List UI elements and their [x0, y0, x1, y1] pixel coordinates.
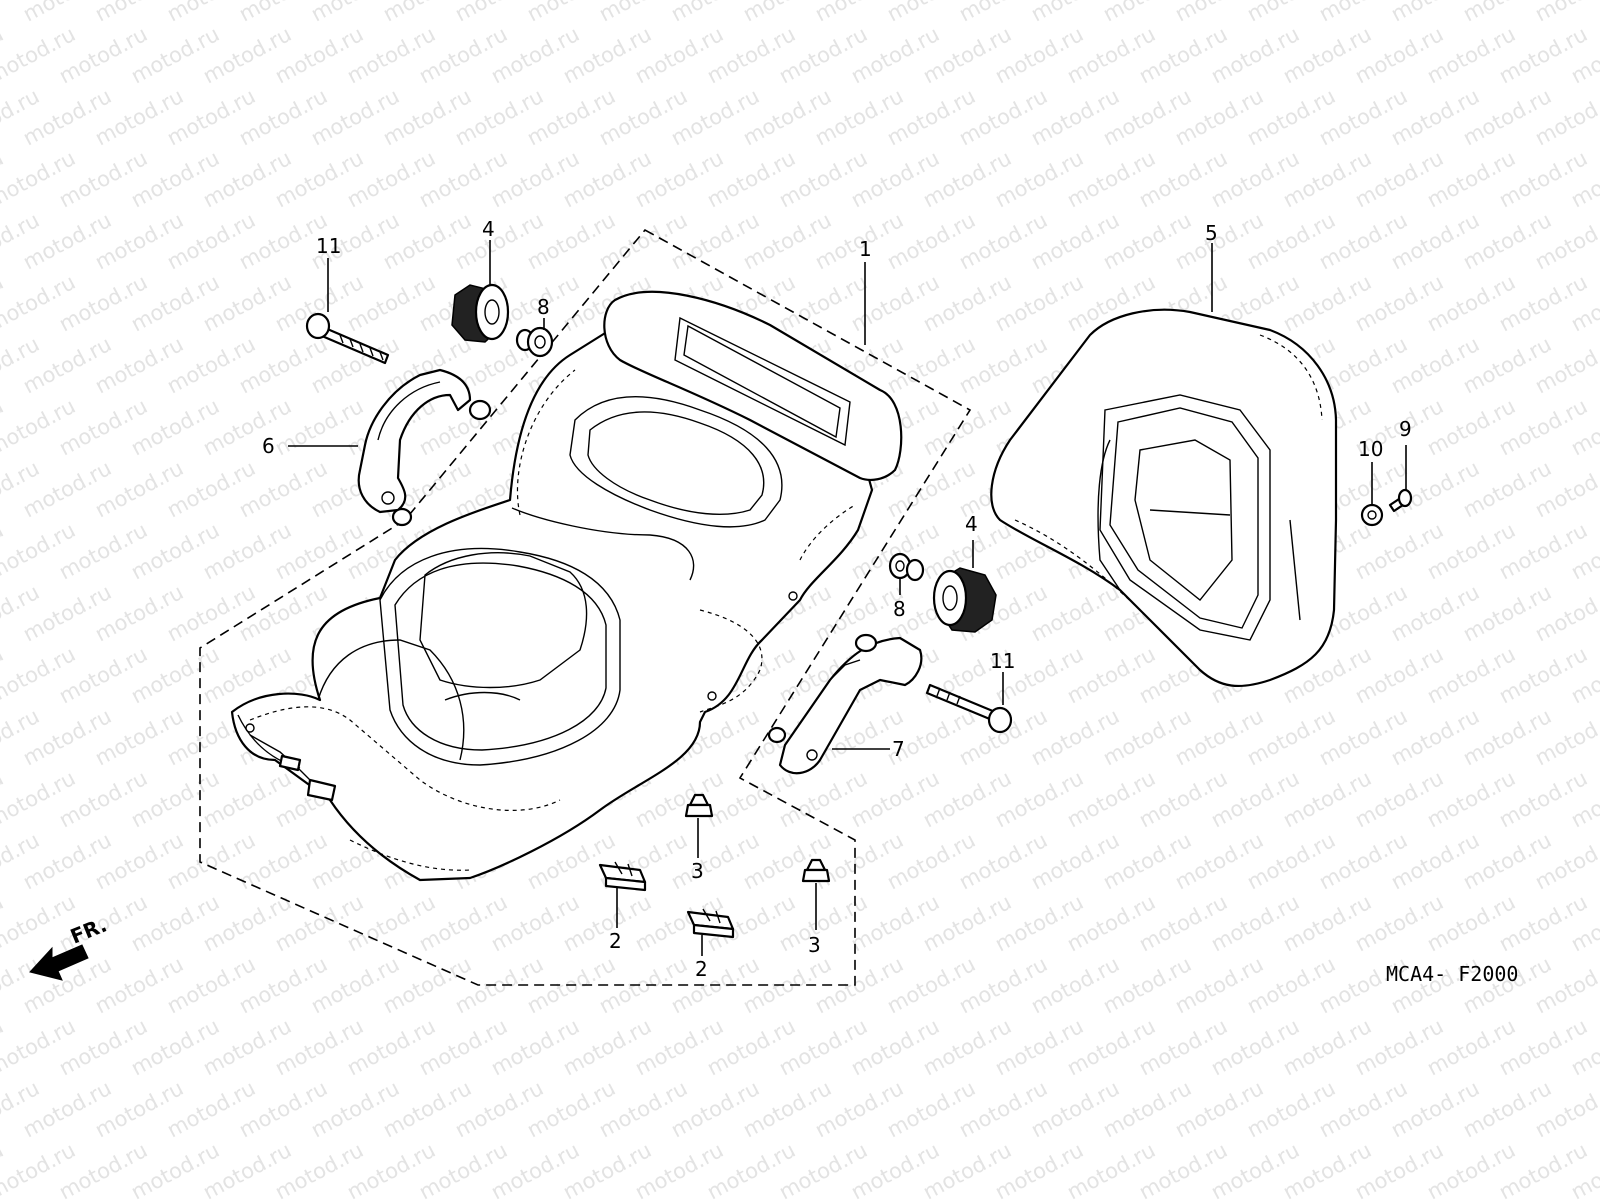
backrest-drawing [990, 308, 1338, 687]
callout-washer: 10 [1358, 437, 1383, 461]
callout-armrest-left: 6 [262, 434, 275, 458]
callout-backrest: 5 [1205, 221, 1218, 245]
callout-seat: 1 [859, 237, 872, 261]
callout-bolt-left: 11 [316, 234, 341, 258]
callout-armrest-right: 7 [892, 737, 905, 761]
watermark-text: motod.ru [1531, 0, 1600, 26]
clip-right-drawing [686, 908, 735, 939]
washer-drawing [1360, 503, 1384, 527]
callout-screw: 9 [1399, 417, 1412, 441]
bolt-right-drawing [925, 683, 1013, 734]
nut-left-drawing [684, 793, 714, 818]
knob-left-drawing [451, 283, 510, 343]
clip-left-drawing [598, 861, 647, 892]
collar-right-drawing [888, 552, 925, 582]
callout-collar-right: 8 [893, 597, 906, 621]
collar-left-drawing [515, 326, 554, 358]
callout-nut-left: 3 [691, 859, 704, 883]
callout-clip-left: 2 [609, 929, 622, 953]
knob-right-drawing [932, 567, 997, 633]
callout-nut-right: 3 [808, 933, 821, 957]
armrest-right-drawing [767, 633, 923, 775]
diagram-code: MCA4- F2000 [1386, 962, 1518, 986]
seat-assembly-outline [199, 228, 972, 986]
leader-lines [288, 240, 1407, 956]
callout-knob-right: 4 [965, 512, 978, 536]
callout-knob-left: 4 [482, 217, 495, 241]
callout-collar-left: 8 [537, 295, 550, 319]
callout-clip-right: 2 [695, 957, 708, 981]
callout-bolt-right: 11 [990, 649, 1015, 673]
bolt-left-drawing [305, 312, 390, 365]
front-direction-arrow-icon [29, 944, 89, 981]
seat-drawing [230, 290, 903, 882]
nut-right-drawing [801, 858, 831, 883]
screw-drawing [1388, 488, 1413, 513]
armrest-left-drawing [357, 368, 492, 527]
